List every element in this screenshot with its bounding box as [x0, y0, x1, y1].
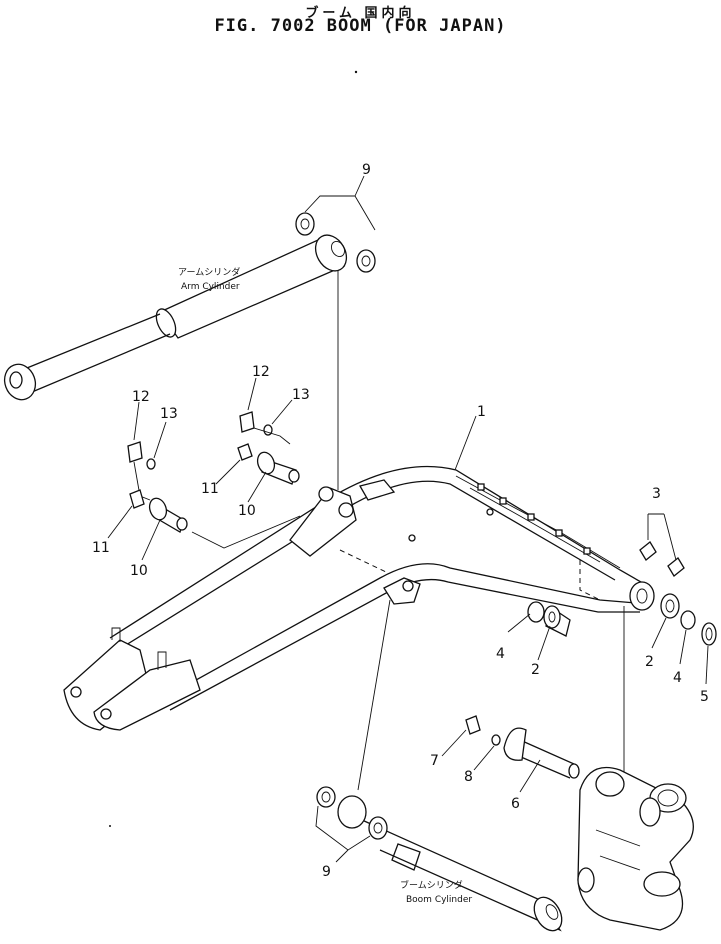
figure-title: FIG. 7002 BOOM (FOR JAPAN) [214, 16, 507, 36]
leader-2-left [537, 625, 551, 661]
leader-8 [473, 745, 495, 771]
arm-cylinder-pin-right [237, 411, 300, 485]
leader-13-left [153, 421, 167, 459]
front-pin-parts [527, 513, 717, 646]
leader-6 [519, 759, 541, 793]
leader-10-right [247, 471, 267, 503]
callout-2-left: 2 [531, 662, 540, 678]
boom-foot-pin [465, 715, 580, 779]
leader-1 [454, 415, 477, 471]
leader-12-right [247, 377, 257, 411]
leader-4-right [679, 629, 687, 665]
arm-cylinder [3, 234, 348, 401]
shim-pair-lower [315, 786, 388, 863]
callout-12-right: 12 [252, 364, 270, 380]
callout-4-left: 4 [496, 646, 505, 662]
boom-cylinder [337, 795, 563, 932]
callout-4-right: 4 [673, 670, 682, 686]
leader-11-right [215, 459, 241, 485]
leader-13-right [271, 399, 293, 425]
callout-8: 8 [464, 769, 473, 785]
leader-12-left [133, 401, 140, 441]
callout-11-left: 11 [92, 540, 110, 556]
callout-10-left: 10 [130, 563, 148, 579]
callout-7: 7 [430, 753, 439, 769]
callout-13-right: 13 [292, 387, 310, 403]
leader-4-left [507, 613, 531, 633]
callout-9-upper: 9 [362, 162, 371, 178]
callout-13-left: 13 [160, 406, 178, 422]
boom-body [63, 465, 655, 731]
leader-11-left [107, 505, 133, 539]
speck [354, 70, 358, 74]
callout-12-left: 12 [132, 389, 150, 405]
callout-9-lower: 9 [322, 864, 331, 880]
callout-5: 5 [700, 689, 709, 705]
leader-2-right [651, 617, 667, 649]
callout-11-right: 11 [201, 481, 219, 497]
guide-line-boom-cylinder [357, 599, 391, 791]
callout-6: 6 [511, 796, 520, 812]
arm-cylinder-pin-left [127, 441, 301, 549]
figure-title-japanese: ブーム 国内向 [305, 6, 416, 21]
leader-7 [441, 729, 467, 757]
callout-3: 3 [652, 486, 661, 502]
arm-cylinder-label: Arm Cylinder [181, 282, 240, 292]
boom-cylinder-label: Boom Cylinder [406, 895, 472, 905]
speck [109, 825, 111, 827]
revolving-frame-bracket [577, 766, 694, 931]
callout-1: 1 [477, 404, 486, 420]
arm-cylinder-label-jp: アームシリンダ [178, 266, 240, 278]
leader-5 [705, 645, 709, 685]
callout-10-right: 10 [238, 503, 256, 519]
shim-pair-upper [295, 175, 376, 273]
callout-2-right: 2 [645, 654, 654, 670]
boom-cylinder-label-jp: ブームシリンダ [400, 879, 463, 891]
leader-10-left [141, 519, 161, 561]
